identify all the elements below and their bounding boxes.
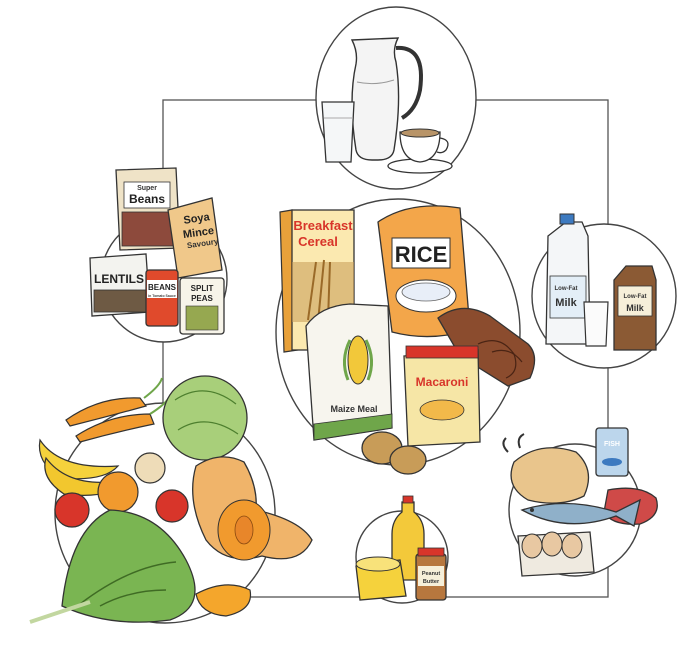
apple-icon <box>54 492 90 528</box>
soya-label-line1: Soya <box>183 211 212 227</box>
drinks-group <box>315 6 477 190</box>
fish-can-icon <box>595 427 629 477</box>
cereal-label-line2: Cereal <box>298 234 338 249</box>
cereal-label-line1: Breakfast <box>293 218 353 233</box>
beans-bag-super: Super <box>137 185 157 192</box>
soya-mince-box-icon <box>167 197 223 279</box>
apple-icon-2 <box>155 489 189 523</box>
fish-icon <box>520 498 641 527</box>
protein-group: FISH <box>502 427 658 577</box>
onion-icon <box>134 452 166 484</box>
banana-icon <box>38 438 120 480</box>
milk-bottle-label: Milk <box>555 297 577 309</box>
beans-can-label: BEANS <box>148 283 177 292</box>
split-peas-line1: SPLIT <box>191 284 214 293</box>
lentils-label: LENTILS <box>94 272 144 286</box>
peanut-butter-line1: Peanut <box>422 571 441 577</box>
milk-carton-lowfat: Low-Fat <box>624 294 647 300</box>
bread-loaf-icon <box>437 307 536 387</box>
water-jug-icon <box>350 37 400 161</box>
rice-label: RICE <box>395 242 448 267</box>
peanut-butter-line2: Butter <box>423 579 440 585</box>
water-glass-icon <box>321 101 355 163</box>
beans-can-sublabel: in Tomato Sauce <box>148 294 176 298</box>
macaroni-box-icon <box>403 349 481 447</box>
carrot-icon <box>65 397 148 427</box>
mango-icon <box>195 584 252 617</box>
milk-bottle-lowfat: Low-Fat <box>555 286 578 292</box>
soya-label-savoury: Savoury <box>186 237 219 250</box>
potato-icon-2 <box>389 445 427 475</box>
spinach-icon <box>61 509 196 623</box>
fats-group: Peanut Butter <box>355 495 449 604</box>
jug-handle <box>395 45 423 120</box>
starch-group: Breakfast Cereal RICE Maize Meal Macaron… <box>275 198 536 475</box>
fruit-vegetables-group <box>29 375 313 624</box>
orange-icon <box>97 471 139 513</box>
legumes-group: Super Beans Soya Mince Savoury LENTILS B… <box>89 167 228 343</box>
chicken-icon <box>510 447 590 504</box>
tea-cup-icon <box>399 131 441 163</box>
beans-bag-label: Beans <box>129 192 165 206</box>
macaroni-label: Macaroni <box>416 375 469 389</box>
dairy-group: Low-Fat Milk Low-Fat Milk <box>531 213 677 369</box>
milk-carton-label: Milk <box>626 303 644 313</box>
split-peas-line2: PEAS <box>191 294 213 303</box>
milk-glass-icon <box>583 301 609 347</box>
soya-label-line2: Mince <box>182 225 215 241</box>
carrot-icon-2 <box>75 413 155 443</box>
maize-meal-label: Maize Meal <box>330 404 377 414</box>
fish-can-label: FISH <box>604 441 620 448</box>
cabbage-icon <box>162 375 248 461</box>
